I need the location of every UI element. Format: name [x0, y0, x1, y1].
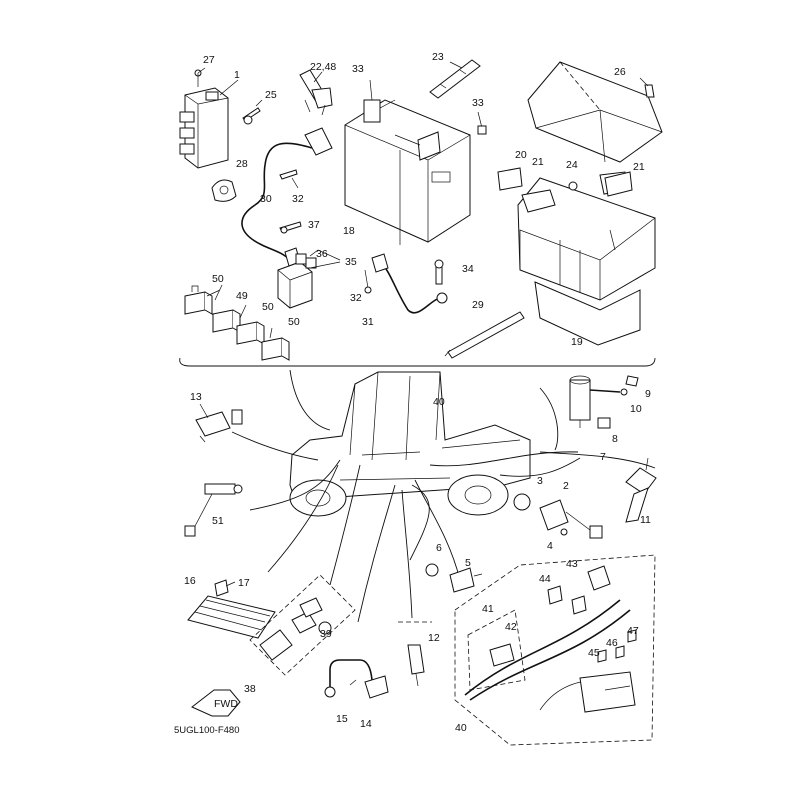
callout-14: 14	[360, 718, 372, 730]
callout-1: 1	[234, 69, 240, 81]
callout-43: 43	[566, 558, 578, 570]
callout-2: 2	[563, 480, 569, 492]
screw-25	[242, 99, 263, 125]
callout-38: 38	[244, 683, 256, 695]
pad-21a	[497, 167, 523, 191]
callout-17: 17	[238, 577, 250, 589]
callout-36: 36	[316, 248, 328, 260]
section-divider	[179, 357, 656, 367]
callout-50b: 50	[262, 301, 274, 313]
cable-31	[379, 261, 441, 314]
callout-40a: 40	[433, 396, 445, 408]
sensor-2	[513, 493, 603, 539]
plug-cap-11	[625, 457, 657, 523]
callout-21a: 21	[532, 156, 544, 168]
callout-6: 6	[436, 542, 442, 554]
callout-39: 39	[320, 628, 332, 640]
ignition-coil-7	[569, 375, 639, 429]
callout-45: 45	[588, 647, 600, 659]
callout-13: 13	[190, 391, 202, 403]
sensor-13	[195, 409, 243, 443]
callout-21b: 21	[633, 161, 645, 173]
cable-30	[241, 142, 313, 261]
callout-30: 30	[260, 193, 272, 205]
group-box-40	[454, 554, 656, 746]
callout-32b: 32	[350, 292, 362, 304]
callout-11: 11	[640, 514, 651, 526]
group-box-38-39	[249, 574, 356, 676]
fwd-arrow: FWD	[191, 689, 241, 717]
callout-33a: 33	[352, 63, 364, 75]
cable-tie-29	[447, 311, 525, 359]
starter-relay	[277, 253, 317, 309]
battery	[344, 99, 471, 243]
fuse-50c	[261, 337, 290, 361]
callout-18: 18	[343, 225, 355, 237]
callout-49: 49	[236, 290, 248, 302]
ecu-unit	[179, 87, 229, 169]
callout-19: 19	[571, 336, 583, 348]
callout-34: 34	[462, 263, 474, 275]
callout-7: 7	[600, 451, 606, 463]
wire-harness-40	[464, 565, 637, 713]
battery-tray	[517, 171, 656, 346]
sensor-12	[407, 644, 425, 687]
callout-3: 3	[537, 475, 543, 487]
callout-22-48: 22,48	[310, 61, 336, 73]
sensor-38	[259, 597, 332, 661]
callout-35: 35	[345, 256, 357, 268]
fwd-label: FWD	[214, 698, 238, 710]
callout-labels: 27 1 25 22,48 33 23 26 33 20 28 32 30 21…	[174, 51, 651, 736]
callout-28: 28	[236, 158, 248, 170]
fuse-50a	[184, 285, 213, 315]
relay-bracket	[299, 69, 333, 116]
callout-10: 10	[630, 403, 642, 415]
callout-15: 15	[336, 713, 348, 725]
callout-50a: 50	[212, 273, 224, 285]
fuse-49	[212, 309, 241, 333]
callout-41: 41	[482, 603, 494, 615]
pipe-15	[324, 659, 389, 699]
callout-33b: 33	[472, 97, 484, 109]
callout-51: 51	[212, 515, 224, 527]
callout-40b: 40	[455, 722, 467, 734]
callout-9: 9	[645, 388, 651, 400]
pad-21b	[604, 171, 633, 197]
callout-37: 37	[308, 219, 320, 231]
callout-23: 23	[432, 51, 444, 63]
callout-27: 27	[203, 54, 215, 66]
sensor-51	[184, 483, 243, 537]
battery-strap	[429, 59, 481, 99]
callout-25: 25	[265, 89, 277, 101]
callout-31: 31	[362, 316, 374, 328]
rectifier-16	[187, 595, 276, 639]
callout-5: 5	[465, 557, 471, 569]
callout-44: 44	[539, 573, 551, 585]
bolt-33	[477, 125, 487, 135]
callout-29: 29	[472, 299, 484, 311]
battery-cover	[527, 61, 663, 163]
clamp-28	[211, 179, 237, 202]
callout-20: 20	[515, 149, 527, 161]
diagram-code: 5UGL100-F480	[174, 725, 239, 736]
callout-42: 42	[505, 621, 517, 633]
callout-4: 4	[547, 540, 553, 552]
callout-47: 47	[627, 625, 639, 637]
callout-32a: 32	[292, 193, 304, 205]
callout-24: 24	[566, 159, 578, 171]
fuse-50b	[236, 321, 265, 345]
vehicle-body	[289, 371, 531, 517]
callout-50c: 50	[288, 316, 300, 328]
callout-8: 8	[612, 433, 618, 445]
callout-46: 46	[606, 637, 618, 649]
sensor-5	[425, 563, 483, 593]
callout-26: 26	[614, 66, 626, 78]
callout-12: 12	[428, 632, 440, 644]
callout-16: 16	[184, 575, 196, 587]
